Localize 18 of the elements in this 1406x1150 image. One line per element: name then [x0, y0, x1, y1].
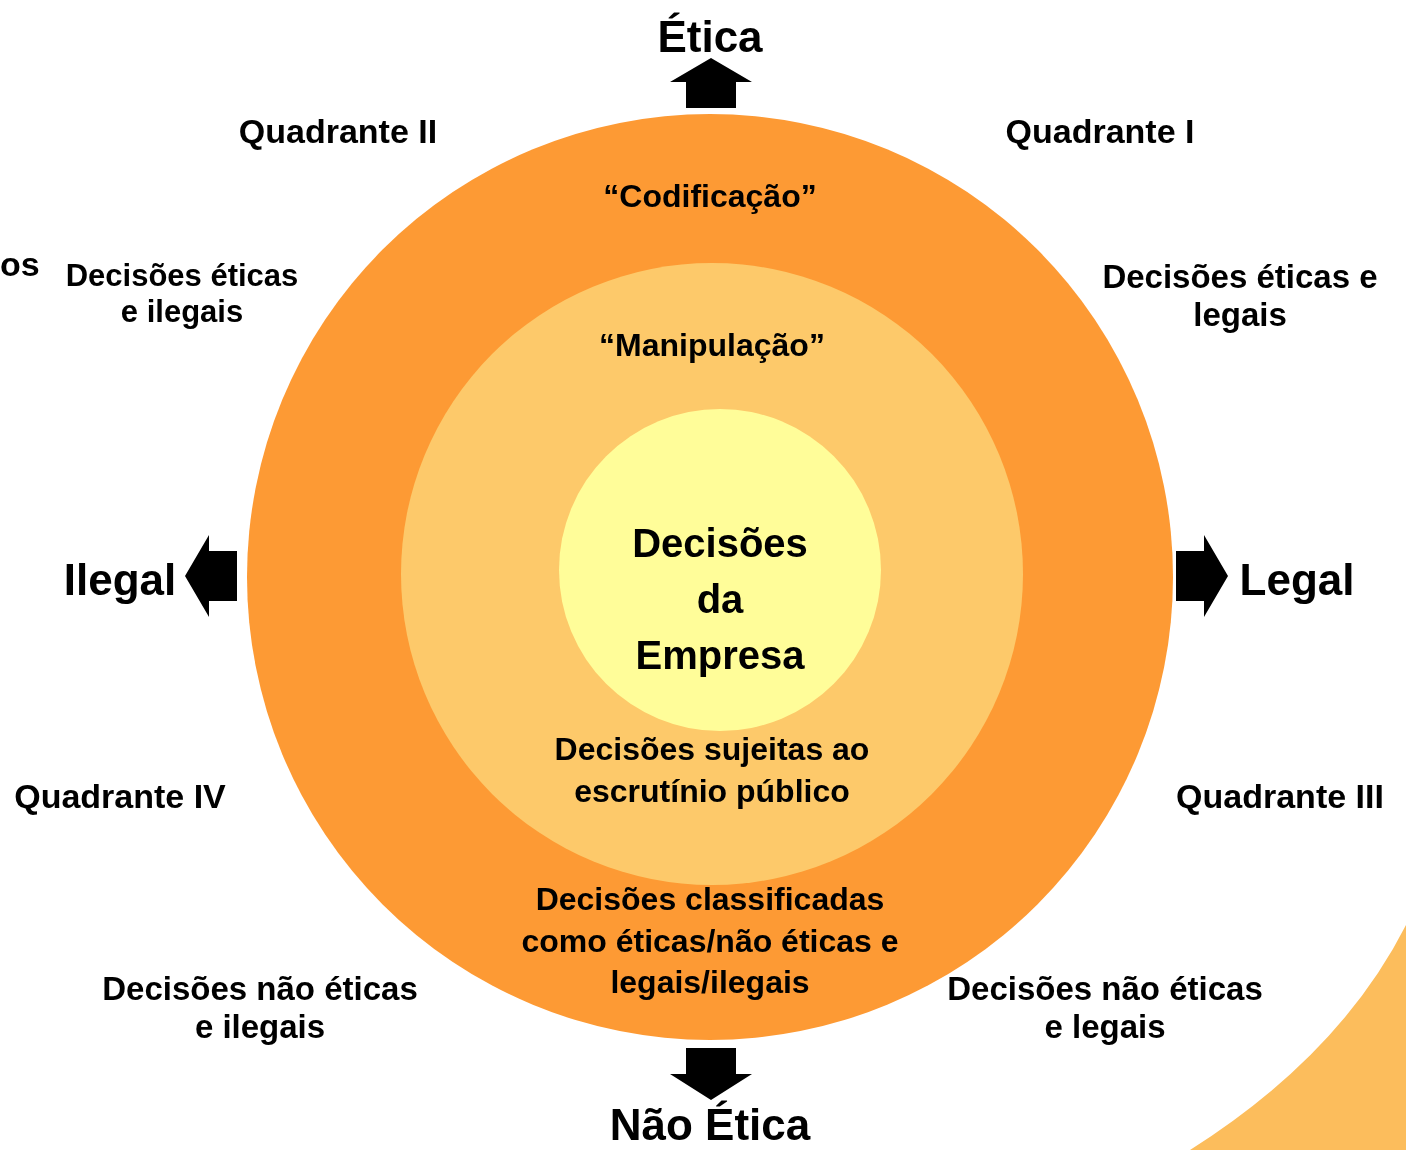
- center-text: Decisões da Empresa: [631, 520, 809, 679]
- text-fragment: os: [0, 245, 41, 285]
- axis-label: Legal: [1238, 555, 1356, 606]
- axis-label: Ilegal: [62, 555, 178, 606]
- quadrant-description: Decisões éticas e ilegais: [64, 258, 300, 330]
- circle-title: “Codificação”: [602, 177, 818, 216]
- quadrant-label: Quadrante III: [1175, 777, 1385, 817]
- circle-caption: Decisões sujeitas ao escrutínio público: [553, 730, 871, 811]
- axis-label: Não Ética: [608, 1100, 812, 1150]
- quadrant-label: Quadrante II: [237, 112, 439, 152]
- circle-caption: Decisões classificadas como éticas/não éticas e legais/ilegais: [520, 880, 900, 1003]
- axis-label: Ética: [656, 12, 764, 63]
- quadrant-description: Decisões não éticas e ilegais: [101, 970, 419, 1046]
- quadrant-label: Quadrante I: [1004, 112, 1196, 152]
- circle-title: “Manipulação”: [598, 326, 826, 365]
- quadrant-label: Quadrante IV: [13, 777, 227, 817]
- quadrant-description: Decisões não éticas e legais: [946, 970, 1264, 1046]
- quadrant-description: Decisões éticas e legais: [1101, 258, 1379, 334]
